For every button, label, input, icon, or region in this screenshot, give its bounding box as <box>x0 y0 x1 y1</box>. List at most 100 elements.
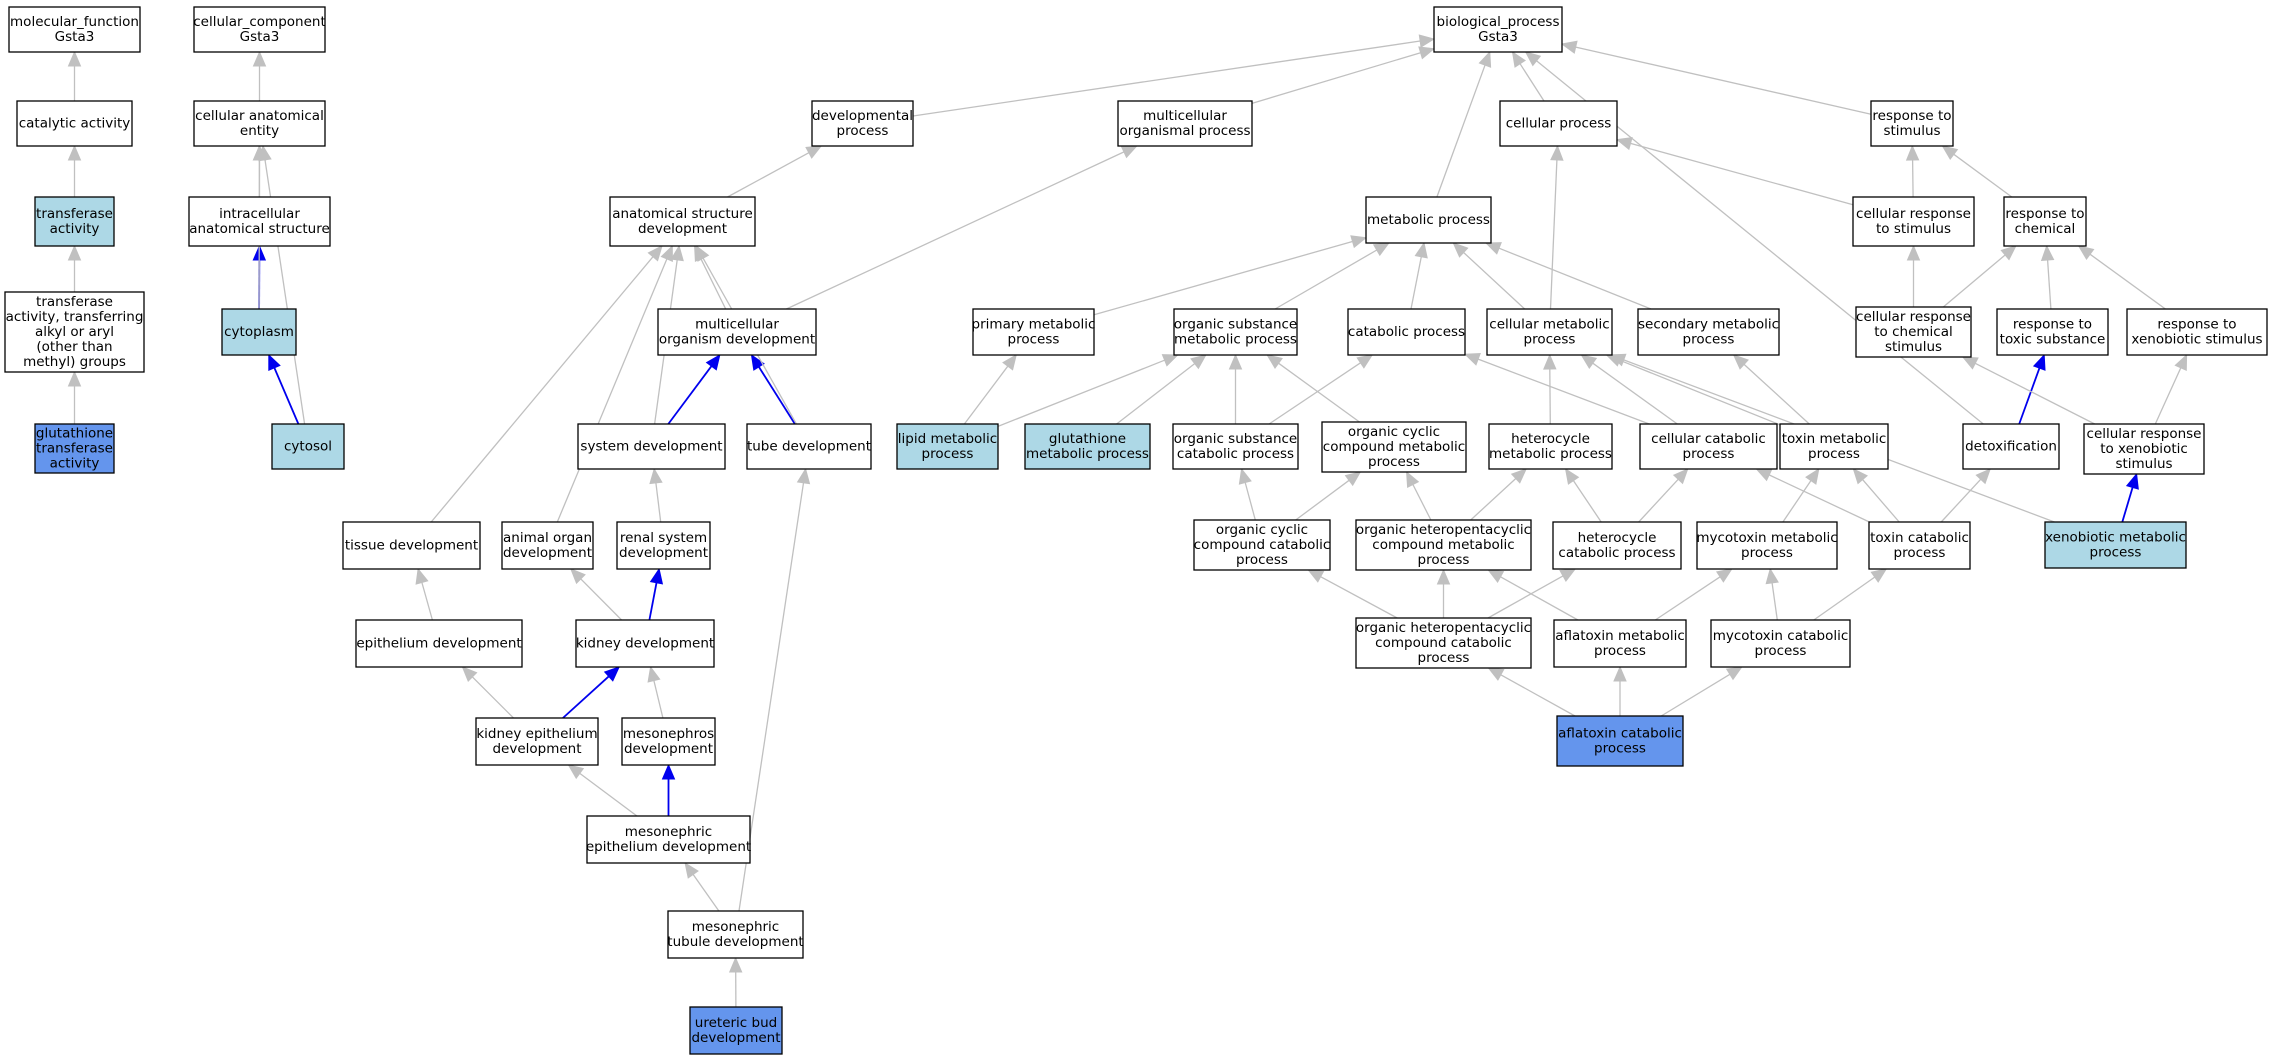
edge-arrowhead <box>1238 467 1252 485</box>
edge-asd-to-devproc <box>727 145 823 198</box>
edge-arrowhead <box>1190 354 1207 370</box>
edge-arrowhead <box>1765 567 1779 585</box>
node-label-line: development <box>492 741 581 757</box>
node-label-line: ureteric bud <box>695 1015 777 1031</box>
edge-arrowhead <box>570 568 586 585</box>
node-box <box>355 619 523 668</box>
edge-line <box>2046 259 2052 310</box>
node-box <box>1355 519 1532 571</box>
edge-aflacat-to-mycocat <box>1660 666 1743 717</box>
node-label-line: intracellular <box>219 206 300 222</box>
edge-arrowhead <box>1975 468 1992 485</box>
edge-ohpcp-to-occcp <box>1307 569 1398 619</box>
edge-line <box>1498 247 1652 310</box>
edge-arrowhead <box>649 467 663 485</box>
node-box <box>896 423 999 470</box>
edge-line <box>648 582 658 621</box>
edge-line <box>1619 359 1781 426</box>
node-box <box>2003 196 2087 247</box>
edge-line <box>1660 673 1731 717</box>
edge-occmp-to-osmp <box>1266 354 1360 423</box>
node-cellproc: cellular process <box>1499 100 1618 147</box>
node-cytosol: cytosol <box>271 423 345 470</box>
node-label-line: response to <box>2013 317 2092 333</box>
edge-line <box>1268 362 1361 425</box>
node-label-line: development <box>619 545 708 561</box>
edge-toxcat-to-cellcat <box>1755 468 1870 523</box>
node-box <box>188 196 331 247</box>
node-label-line: process <box>1683 446 1735 462</box>
node-label-line: catabolic process <box>1348 324 1465 340</box>
edge-xenomet-to-crxeno <box>2121 472 2139 523</box>
edge-arrowhead <box>567 764 585 780</box>
edge-line <box>1410 256 1422 310</box>
node-catact: catalytic activity <box>16 100 133 147</box>
node-tubedev: tube development <box>746 423 872 470</box>
node-box <box>1637 308 1780 356</box>
edge-aflamet-to-ohpmp <box>1487 569 1579 621</box>
node-box <box>1433 6 1563 53</box>
edge-arrowhead <box>1120 145 1138 159</box>
edge-arrowhead <box>1805 467 1820 485</box>
node-box <box>657 308 817 356</box>
edge-line <box>1575 46 1872 115</box>
node-label-line: toxin metabolic <box>1782 431 1887 447</box>
node-label-line: cellular response <box>1856 206 1971 222</box>
edge-crchem-to-reschem <box>1942 245 2017 308</box>
edge-arrowhead <box>1511 50 1527 68</box>
edge-line <box>1463 252 1526 310</box>
edge-arrowhead <box>1356 354 1374 369</box>
node-label-line: Gsta3 <box>1478 29 1518 45</box>
edge-line <box>1251 52 1421 105</box>
node-box <box>475 717 599 766</box>
edge-arrowhead <box>647 245 663 262</box>
node-metproc: metabolic process <box>1365 196 1492 244</box>
node-label-line: organic heteropentacyclic <box>1356 620 1531 636</box>
node-label-line: organic cyclic <box>1348 424 1440 440</box>
node-label-line: development <box>503 545 592 561</box>
node-label-line: epithelium development <box>586 839 751 855</box>
node-label-line: aflatoxin catabolic <box>1558 726 1682 742</box>
edge-arrowhead <box>1580 354 1598 370</box>
edge-arrowhead <box>1228 353 1243 370</box>
node-box <box>2083 423 2205 475</box>
edge-arrowhead <box>660 244 673 262</box>
edge-hetcat-to-cellcat <box>1638 468 1689 523</box>
edge-resstim-to-bp <box>1560 40 1872 115</box>
edge-arrowhead <box>1564 467 1580 485</box>
edge-line <box>1487 575 1564 619</box>
edge-arrowhead <box>1452 242 1469 258</box>
node-label-line: process <box>922 446 974 462</box>
edge-occcp-to-occmp <box>1295 471 1362 521</box>
node-label-line: compound catabolic <box>1194 537 1331 553</box>
node-box <box>34 423 115 474</box>
edge-arrowhead <box>796 467 811 485</box>
node-label-line: tube development <box>747 439 871 455</box>
edge-arrowhead <box>415 567 429 585</box>
edge-arrowhead <box>1605 354 1623 367</box>
node-label-line: cellular anatomical <box>195 108 324 124</box>
edge-line <box>700 258 727 310</box>
node-label-line: process <box>1368 454 1420 470</box>
node-label-line: process <box>1418 650 1470 666</box>
edge-line <box>1592 362 1678 425</box>
node-label-line: development <box>624 741 713 757</box>
edge-line <box>1654 576 1721 621</box>
node-label-line: cellular catabolic <box>1651 431 1766 447</box>
edge-arrowhead <box>1418 46 1436 60</box>
edge-line <box>273 367 300 425</box>
node-label-line: mycotoxin metabolic <box>1696 530 1837 546</box>
edge-devproc-to-bp <box>912 34 1436 117</box>
node-box <box>1962 423 2060 470</box>
node-label-line: to xenobiotic <box>2100 441 2188 457</box>
edge-arrowhead <box>661 763 676 780</box>
